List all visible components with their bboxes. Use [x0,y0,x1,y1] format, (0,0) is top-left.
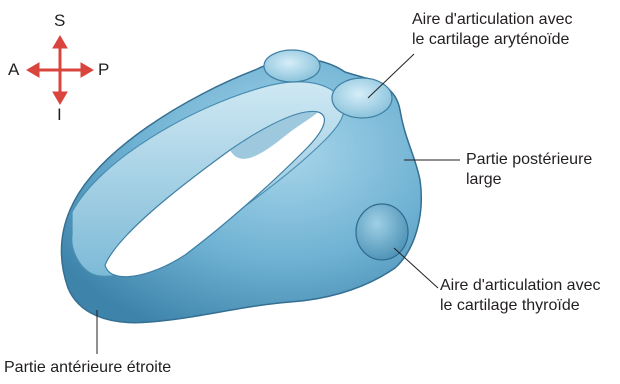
arrow-up-icon [53,36,67,48]
compass-anterior: A [8,61,19,79]
label-arytenoid-line2: le cartilage aryténoïde [412,30,572,50]
compass-superior: S [54,12,65,30]
label-posterior-line2: large [466,170,592,190]
label-thyroid-line2: le cartilage thyroïde [440,296,600,316]
label-posterior-line1: Partie postérieure [466,150,592,170]
label-arytenoid-facet: Aire d'articulation avec le cartilage ar… [412,10,572,50]
label-thyroid-line1: Aire d'articulation avec [440,276,600,296]
orientation-compass [27,36,93,104]
leader-thyroid [394,248,438,288]
arrow-left-icon [27,63,39,77]
label-anterior-part: Partie antérieure étroite [4,358,171,378]
thyroid-facet [356,204,408,260]
arrow-right-icon [81,63,93,77]
arytenoid-facet-left [264,50,320,82]
label-arytenoid-line1: Aire d'articulation avec [412,10,572,30]
compass-inferior: I [57,106,62,124]
label-posterior-part: Partie postérieure large [466,150,592,190]
compass-posterior: P [98,61,109,79]
arrow-down-icon [53,92,67,104]
label-thyroid-facet: Aire d'articulation avec le cartilage th… [440,276,600,316]
